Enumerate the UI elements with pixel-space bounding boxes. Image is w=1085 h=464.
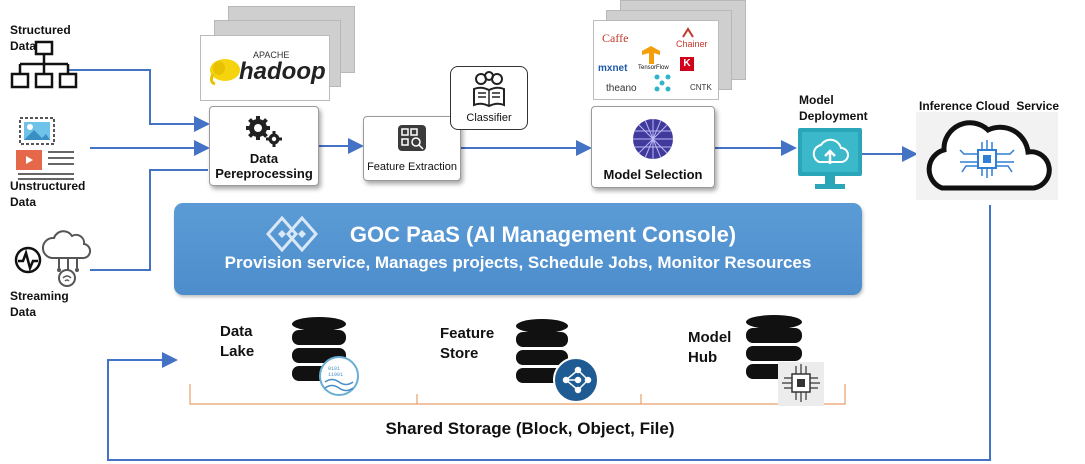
- caffe-logo: Caffe: [602, 31, 629, 45]
- model-hub-db-icon: [746, 315, 824, 406]
- model-hub-label: Model Hub: [688, 329, 732, 366]
- feature-store-db-icon: [516, 319, 599, 403]
- preprocessing-box: Data Pereprocessing: [209, 106, 319, 186]
- chainer-mark-icon: [682, 27, 694, 38]
- tensorflow-mark-icon: [642, 46, 660, 64]
- streaming-icon: [14, 230, 92, 287]
- cntk-logo: CNTK: [690, 83, 712, 92]
- streaming-data-label: Streaming Data: [10, 289, 69, 319]
- svg-text:11001: 11001: [328, 372, 343, 378]
- elephant-icon: [209, 59, 240, 86]
- monitor-upload-icon: [798, 128, 862, 189]
- inference-service-label: Inference Cloud Service: [919, 99, 1060, 113]
- framework-logos: Caffe Chainer mxnet TensorFlow K theano …: [593, 20, 719, 100]
- feature-grid-icon: [398, 125, 426, 151]
- feature-extraction-box: Feature Extraction: [363, 116, 461, 181]
- goc-logo-icon: [266, 215, 318, 253]
- preprocessing-label: Data Pereprocessing: [215, 151, 313, 181]
- hadoop-logo: APACHE hadoop: [200, 35, 330, 101]
- keras-logo: K: [680, 57, 694, 71]
- book-gears-icon: [473, 71, 505, 108]
- line-feedback: [107, 205, 991, 461]
- tensorflow-logo: TensorFlow: [638, 65, 669, 71]
- banner-title: GOC PaaS (AI Management Console): [349, 222, 737, 247]
- model-deployment-label: Model Deployment: [799, 93, 868, 123]
- document-image-icon: [16, 117, 74, 180]
- hadoop-wordmark: hadoop: [239, 58, 326, 85]
- structured-data-label: Structured Data: [10, 23, 71, 53]
- mxnet-logo: mxnet: [598, 63, 628, 74]
- network-mark-icon: [654, 74, 671, 92]
- model-selection-label: Model Selection: [603, 167, 703, 182]
- model-selection-box: Model Selection: [591, 106, 715, 188]
- neural-sphere-icon: [633, 119, 673, 159]
- shared-storage-label: Shared Storage (Block, Object, File): [385, 419, 675, 438]
- goc-paas-banner: GOC PaaS (AI Management Console) Provisi…: [174, 203, 862, 295]
- unstructured-data-label: Unstructured Data: [10, 179, 86, 209]
- gears-icon: [246, 116, 282, 147]
- feature-store-label: Feature Store: [440, 325, 495, 362]
- line-streaming: [90, 169, 208, 271]
- svg-text:0101: 0101: [328, 366, 340, 372]
- line-structured: [68, 69, 210, 132]
- chainer-logo: Chainer: [676, 39, 708, 49]
- inference-cloud-panel: [916, 112, 1058, 200]
- hadoop-apache-text: APACHE: [253, 50, 290, 60]
- feature-extraction-label: Feature Extraction: [367, 161, 457, 173]
- classifier-box: Classifier: [450, 66, 528, 130]
- classifier-label: Classifier: [466, 112, 512, 124]
- cloud-chip-icon: [926, 120, 1052, 191]
- data-lake-label: Data Lake: [220, 323, 255, 360]
- banner-subtitle: Provision service, Manages projects, Sch…: [224, 253, 812, 272]
- hierarchy-icon: [10, 40, 78, 89]
- theano-logo: theano: [606, 83, 637, 94]
